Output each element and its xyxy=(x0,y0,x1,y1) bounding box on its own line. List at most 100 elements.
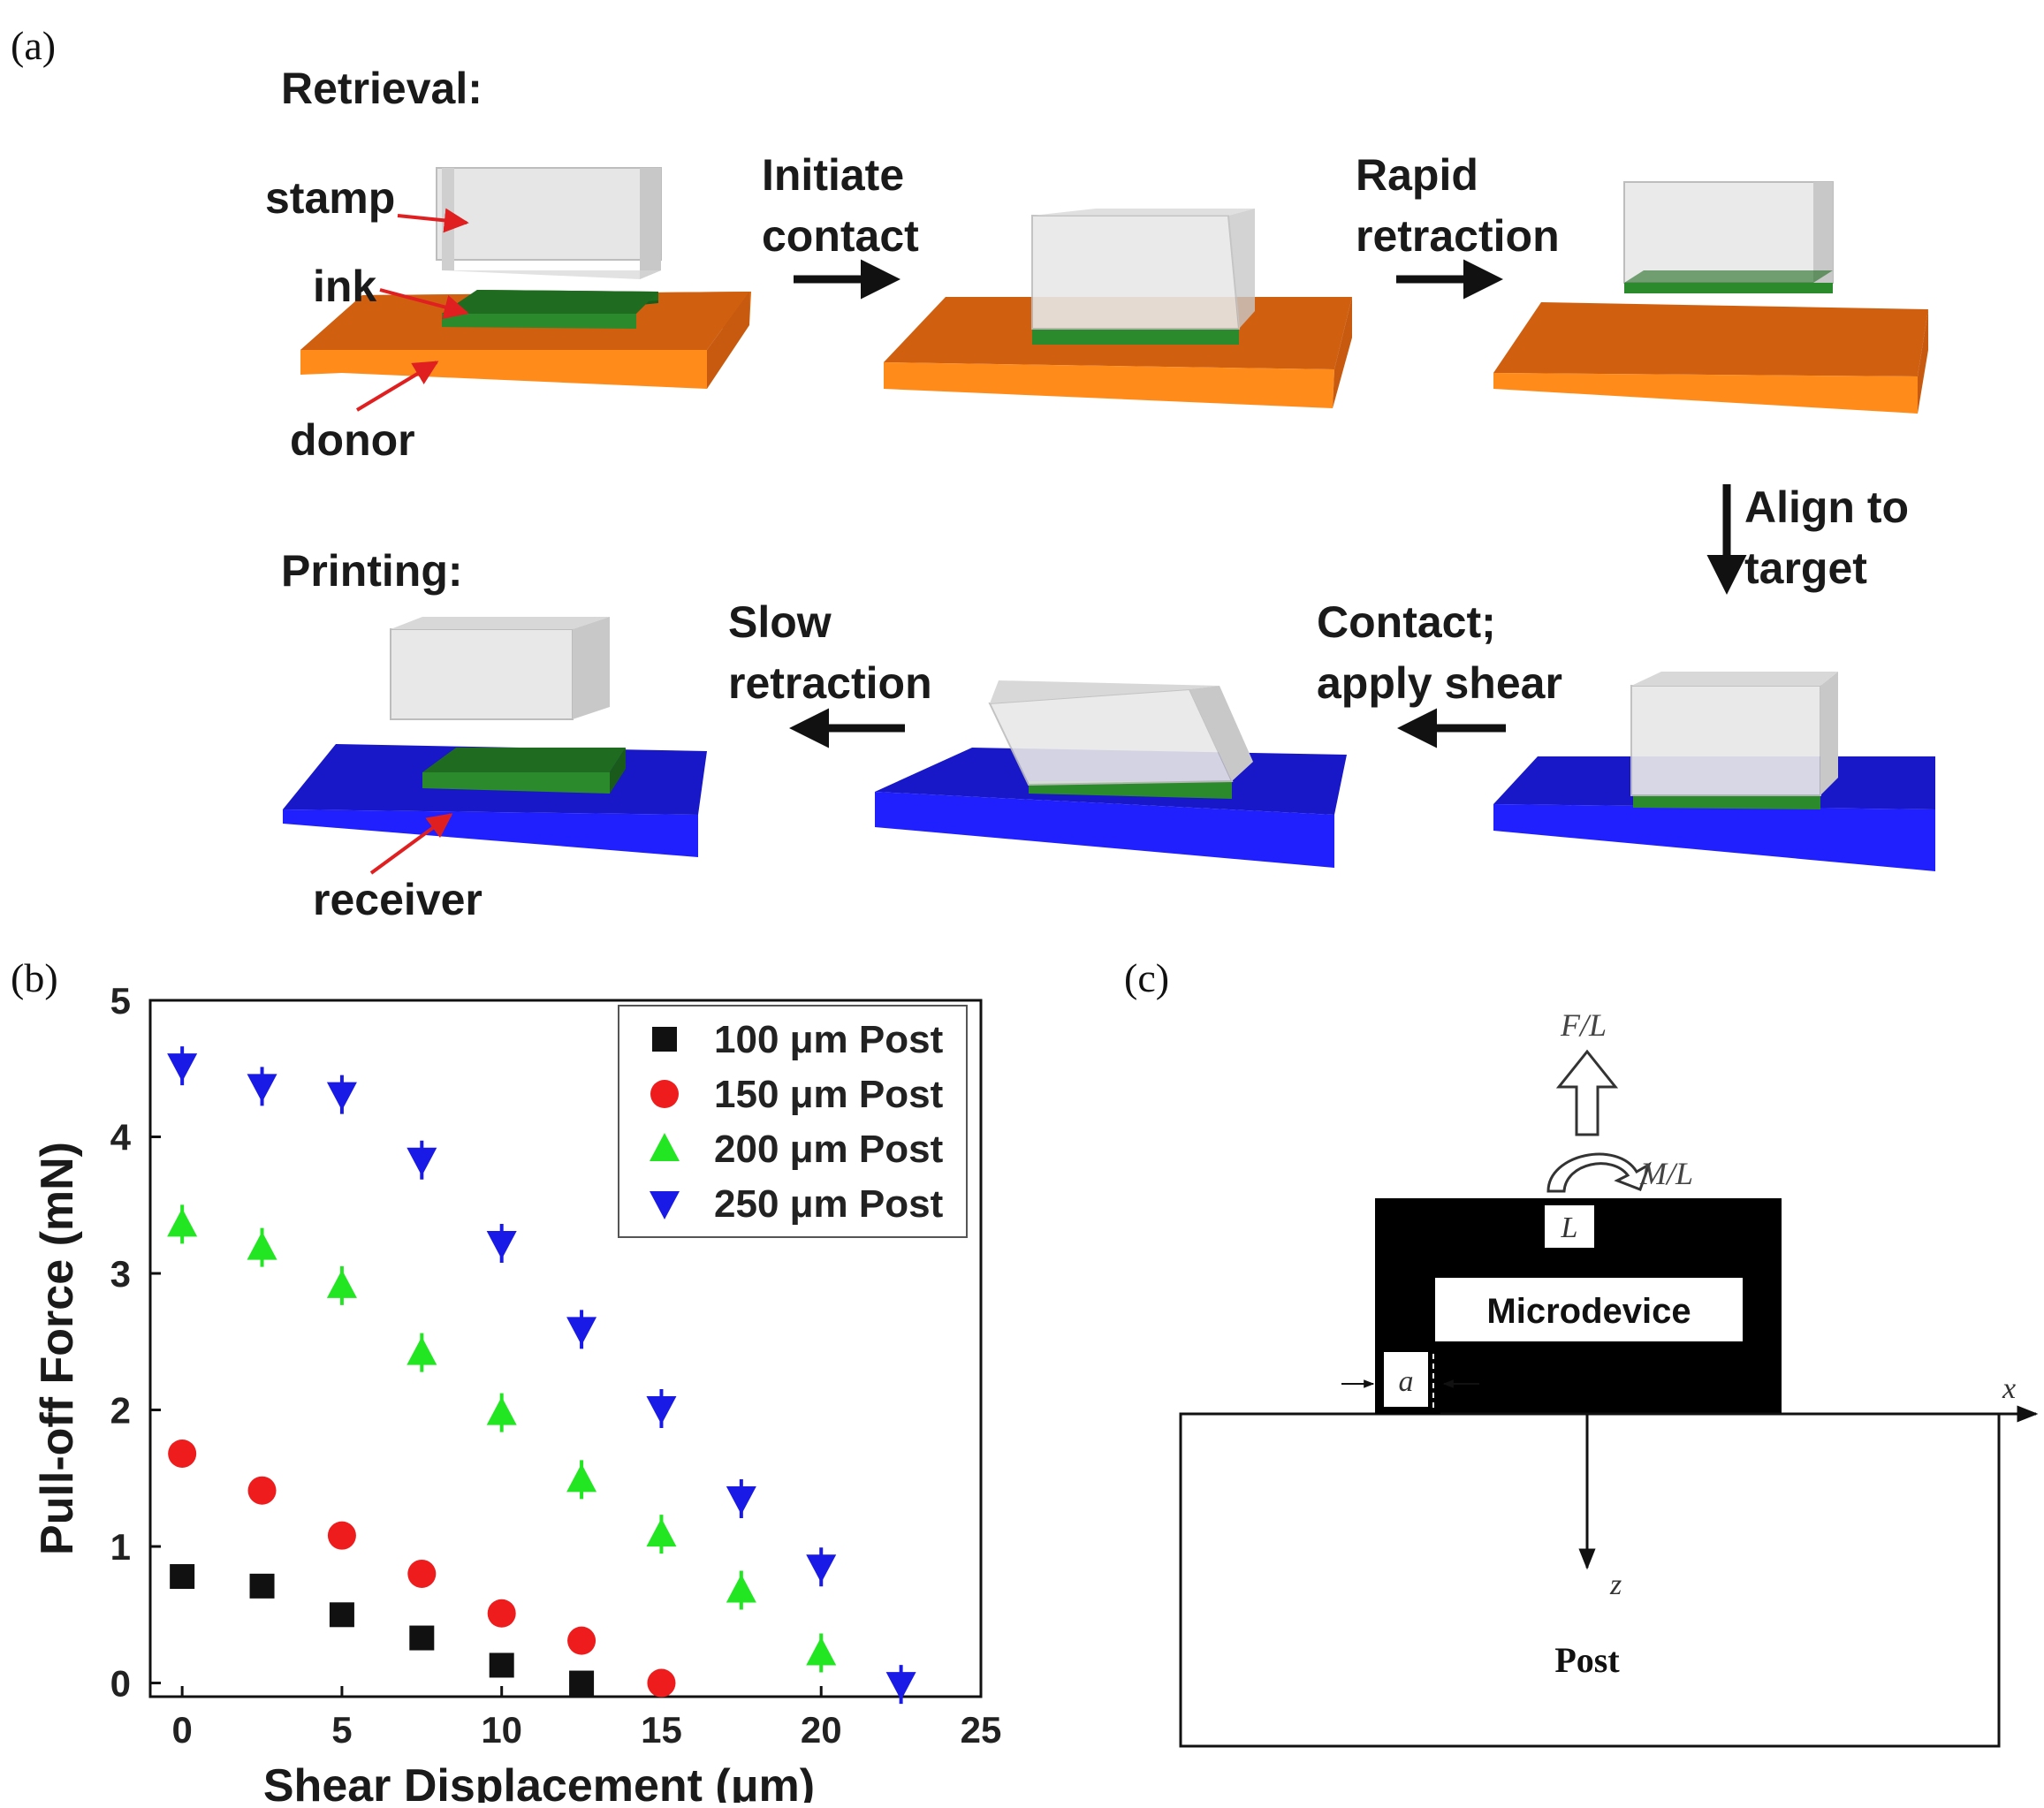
series-1-point-0 xyxy=(168,1439,197,1468)
receiver-label: receiver xyxy=(313,875,483,924)
z-axis-label: z xyxy=(1609,1569,1622,1601)
legend-marker-0 xyxy=(652,1027,677,1052)
series-3-point-7 xyxy=(726,1485,756,1515)
series-3-point-3 xyxy=(407,1147,437,1176)
microdevice-schematic: Microdevice L a x z Post F/L M/L xyxy=(1179,1007,2039,1748)
series-2-point-7 xyxy=(726,1574,756,1603)
series-0-point-2 xyxy=(329,1602,354,1628)
series-0-point-3 xyxy=(409,1625,435,1651)
x-axis-label: Shear Displacement (μm) xyxy=(263,1760,815,1803)
crack-gap xyxy=(1384,1352,1428,1407)
series-3-point-5 xyxy=(566,1317,597,1346)
series-0-point-5 xyxy=(569,1670,595,1696)
series-2-point-6 xyxy=(646,1518,677,1547)
panel-a: (a) xyxy=(11,23,1935,924)
contact-shear-text: Contact; apply shear xyxy=(1317,592,1562,714)
legend-label-3: 250 μm Post xyxy=(714,1182,944,1226)
stage5-sheared-stamp xyxy=(988,680,1253,799)
stage3-donor-substrate xyxy=(1493,302,1928,414)
slow-retraction-line1: Slow xyxy=(728,597,832,647)
stage3-stamp-with-ink xyxy=(1623,181,1834,293)
microdevice-label-box xyxy=(1435,1278,1743,1341)
stage2-stamp-on-ink xyxy=(1031,209,1255,345)
force-arrow xyxy=(1555,1049,1619,1136)
donor-pointer xyxy=(355,361,439,412)
length-label: L xyxy=(1561,1212,1578,1244)
series-1-point-5 xyxy=(567,1626,596,1655)
y-tick-label-5: 5 xyxy=(110,980,131,1022)
series-3-point-9 xyxy=(885,1672,916,1701)
legend-marker-1 xyxy=(650,1080,679,1108)
stamp-pointer xyxy=(397,208,469,233)
align-to-target-line2: target xyxy=(1744,543,1867,593)
stage6-stamp xyxy=(390,617,610,720)
legend-label-1: 150 μm Post xyxy=(714,1073,944,1116)
x-tick-label-1: 5 xyxy=(331,1709,352,1751)
series-0-point-1 xyxy=(249,1573,275,1599)
microdevice-label: Microdevice xyxy=(1486,1292,1691,1331)
crack-label: a xyxy=(1399,1365,1414,1398)
panel-b-label: (b) xyxy=(11,955,58,1000)
series-2-point-5 xyxy=(566,1463,597,1493)
x-tick-label-5: 25 xyxy=(961,1709,1002,1751)
legend-marker-2 xyxy=(650,1133,680,1161)
series-2-point-1 xyxy=(247,1231,277,1260)
panel-a-label: (a) xyxy=(11,23,57,68)
donor-label: donor xyxy=(290,415,415,465)
series-1-point-4 xyxy=(487,1599,516,1628)
contact-shear-line2: apply shear xyxy=(1317,658,1562,708)
series-1-point-3 xyxy=(407,1559,437,1588)
y-tick-label-4: 4 xyxy=(110,1117,132,1158)
retrieval-title: Retrieval: xyxy=(281,64,483,113)
stamp-label: stamp xyxy=(265,173,396,223)
initiate-contact-text: Initiate contact xyxy=(762,145,919,267)
y-tick-label-1: 1 xyxy=(110,1526,131,1568)
series-3-point-0 xyxy=(167,1053,198,1083)
process-diagram xyxy=(283,167,1935,875)
stage1-ink xyxy=(442,290,658,329)
post-block xyxy=(1179,1412,2001,1748)
panel-c-label: (c) xyxy=(1124,955,1170,1000)
slow-retraction-text: Slow retraction xyxy=(728,592,932,714)
printing-title: Printing: xyxy=(281,546,463,596)
y-tick-label-2: 2 xyxy=(110,1390,131,1432)
rapid-retraction-line1: Rapid xyxy=(1356,150,1478,200)
series-3-point-6 xyxy=(646,1395,677,1424)
rapid-retraction-text: Rapid retraction xyxy=(1356,145,1560,267)
series-2-point-4 xyxy=(486,1396,517,1425)
ink-label: ink xyxy=(313,262,377,311)
align-to-target-text: Align to target xyxy=(1744,477,1909,599)
series-2-point-0 xyxy=(167,1208,198,1237)
initiate-contact-line1: Initiate xyxy=(762,150,905,200)
stage6-printed-ink xyxy=(422,748,626,794)
series-3-point-4 xyxy=(486,1231,517,1260)
y-tick-label-3: 3 xyxy=(110,1253,131,1295)
x-axis-label: x xyxy=(2002,1372,2016,1405)
series-2-point-2 xyxy=(326,1269,357,1298)
slow-retraction-line2: retraction xyxy=(728,658,932,708)
series-3-point-2 xyxy=(326,1082,357,1111)
series-0-point-0 xyxy=(170,1564,195,1590)
series-2-point-8 xyxy=(806,1637,837,1666)
force-label: F/L xyxy=(1560,1007,1607,1043)
legend-marker-3 xyxy=(650,1191,680,1219)
y-tick-label-0: 0 xyxy=(110,1663,131,1705)
length-label-box xyxy=(1545,1205,1594,1248)
x-tick-label-2: 10 xyxy=(481,1709,522,1751)
series-0-point-4 xyxy=(489,1652,514,1678)
series-1-point-1 xyxy=(247,1476,277,1505)
stage1-stamp xyxy=(436,167,662,279)
align-to-target-line1: Align to xyxy=(1744,482,1910,532)
x-tick-label-3: 15 xyxy=(641,1709,682,1751)
receiver-pointer xyxy=(369,813,453,875)
legend-label-0: 100 μm Post xyxy=(714,1018,944,1061)
contact-shear-line1: Contact; xyxy=(1317,597,1496,647)
legend-label-2: 200 μm Post xyxy=(714,1128,944,1171)
initiate-contact-line2: contact xyxy=(762,211,919,261)
post-label: Post xyxy=(1554,1640,1620,1680)
x-tick-label-4: 20 xyxy=(801,1709,842,1751)
series-2-point-3 xyxy=(407,1336,437,1365)
series-1-point-2 xyxy=(327,1521,356,1550)
x-tick-label-0: 0 xyxy=(171,1709,192,1751)
